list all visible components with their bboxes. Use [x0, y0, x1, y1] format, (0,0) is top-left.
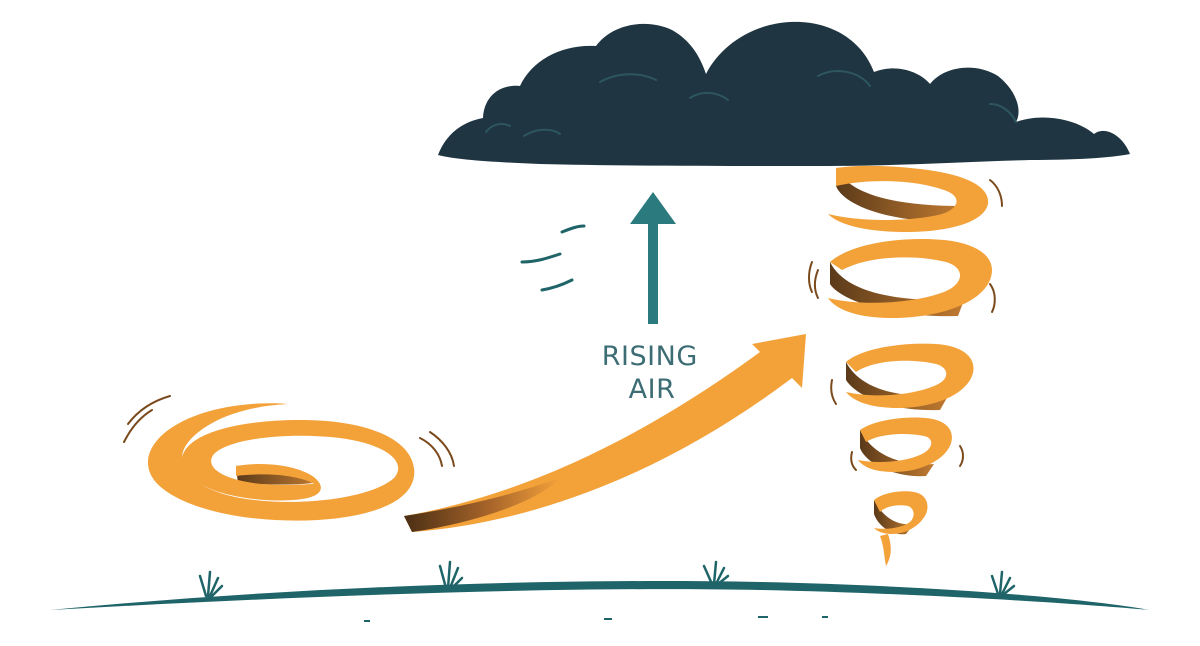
tornado-tail [880, 534, 891, 566]
motion-tick [419, 437, 443, 467]
tornado-band-5 [874, 491, 928, 534]
spiral-ribbon-icon [123, 395, 455, 521]
grass-tuft [438, 560, 464, 590]
cloud-body [438, 21, 1130, 166]
tornado-band-4 [858, 417, 952, 472]
curved-arrow-icon [404, 334, 806, 532]
tornado-band-1 [828, 165, 989, 232]
cloud-highlight [989, 103, 1017, 123]
spiral-motion-marks [123, 395, 455, 467]
ground-specks [364, 616, 828, 622]
ground-line [50, 581, 1150, 610]
wind-mark [520, 252, 562, 264]
spiral-ribbon [147, 403, 415, 521]
cloud-highlights [485, 70, 1017, 137]
motion-tick [989, 283, 996, 313]
cloud-highlight [689, 92, 729, 101]
motion-tick [808, 261, 813, 293]
label-line-2: AIR [629, 374, 676, 405]
grass-tufts [198, 560, 1016, 598]
storm-cloud-icon [438, 21, 1130, 166]
motion-tick [123, 409, 153, 443]
cloud-highlight [599, 73, 657, 83]
cloud-highlight [817, 70, 871, 87]
arrow-shaft [648, 222, 658, 324]
motion-tick [989, 179, 1003, 207]
wind-mark [560, 224, 586, 234]
grass-ground-icon [50, 560, 1150, 622]
motion-tick [814, 269, 819, 299]
curved-arrow-shadow [404, 478, 560, 532]
grass-tuft [198, 570, 224, 598]
wind-motion-marks [520, 224, 586, 292]
wind-mark [540, 278, 574, 292]
cloud-highlight [485, 123, 511, 133]
motion-tick [429, 431, 455, 467]
tornado-band-3 [846, 343, 974, 408]
tornado-back-band [836, 168, 960, 222]
motion-tick [830, 379, 837, 405]
tornado-funnel-icon [808, 165, 1003, 566]
motion-tick [850, 451, 857, 471]
tornado-front-bands [828, 165, 993, 566]
grass-tuft [702, 560, 730, 586]
motion-tick [959, 445, 964, 467]
arrow-head [630, 192, 676, 224]
cloud-highlight [523, 128, 561, 137]
arrow-up-icon [630, 192, 676, 324]
speck [364, 620, 370, 622]
tornado-motion-marks [808, 179, 1003, 471]
speck [822, 616, 828, 618]
speck [604, 618, 612, 620]
label-line-1: RISING [602, 341, 698, 372]
motion-tick [127, 395, 171, 425]
tornado-band-2 [828, 238, 993, 318]
rising-air-label: RISING AIR [602, 341, 702, 405]
grass-tuft [990, 570, 1016, 596]
speck [758, 616, 768, 618]
